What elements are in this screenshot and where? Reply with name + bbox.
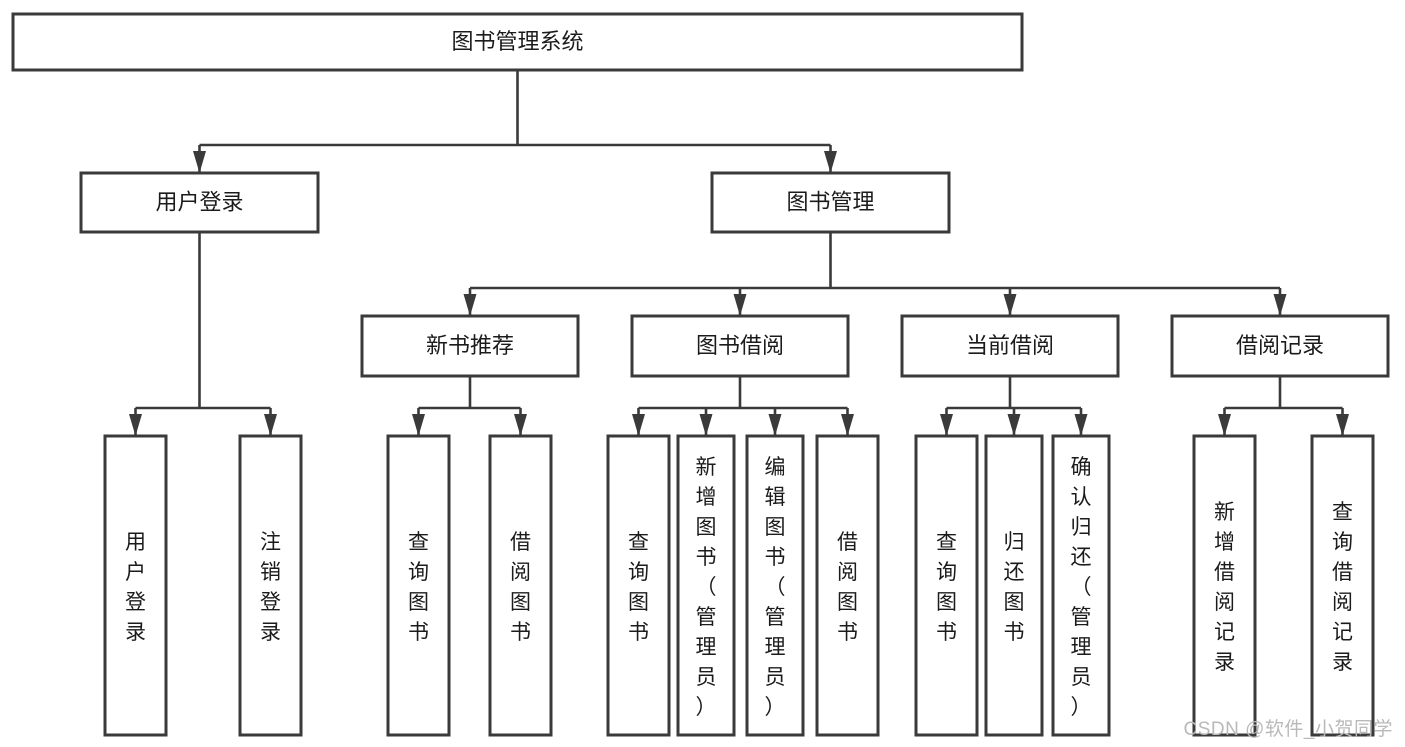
node-l-query-book-1[interactable]: 查询图书 <box>386 434 451 737</box>
edge-arrowhead <box>514 414 527 436</box>
node-box <box>1170 314 1390 378</box>
node-l-confirm-return[interactable]: 确认归还（管理员） <box>1051 434 1111 737</box>
node-l-query-book-2[interactable]: 查询图书 <box>606 434 671 737</box>
edge-group <box>463 232 1287 316</box>
node-n-book-borrow[interactable]: 图书借阅 <box>630 314 850 378</box>
node-box <box>360 314 580 378</box>
node-label: 当前借阅 <box>966 333 1054 358</box>
edge-group <box>632 376 854 436</box>
node-l-add-record[interactable]: 新增借阅记录 <box>1192 434 1257 737</box>
node-label: 用户登录 <box>155 189 243 214</box>
node-label: 借阅图书 <box>837 531 858 644</box>
node-label: 图书管理 <box>786 189 874 214</box>
node-label: 查询图书 <box>936 531 957 644</box>
edge-arrowhead <box>1218 414 1231 436</box>
node-box <box>11 12 1024 72</box>
edge-arrowhead <box>940 414 953 436</box>
edge-arrowhead <box>733 294 747 316</box>
node-box <box>984 434 1044 737</box>
edge-arrowhead <box>1336 414 1349 436</box>
edge-layer <box>129 70 1349 436</box>
node-l-return-book[interactable]: 归还图书 <box>984 434 1044 737</box>
node-box <box>79 171 320 234</box>
node-label: 归还图书 <box>1004 531 1025 644</box>
node-label: 新增借阅记录 <box>1214 501 1235 674</box>
node-box <box>914 434 979 737</box>
node-n-user-login[interactable]: 用户登录 <box>79 171 320 234</box>
node-l-query-record[interactable]: 查询借阅记录 <box>1310 434 1375 737</box>
node-l-user-login[interactable]: 用户登录 <box>103 434 168 737</box>
node-label: 确认归还（管理员） <box>1071 456 1092 719</box>
node-box <box>606 434 671 737</box>
node-l-edit-book[interactable]: 编辑图书（管理员） <box>745 434 805 737</box>
node-n-borrow-record[interactable]: 借阅记录 <box>1170 314 1390 378</box>
node-label: 图书借阅 <box>696 333 784 358</box>
node-box <box>900 314 1120 378</box>
edge-arrowhead <box>1273 294 1287 316</box>
edge-arrowhead <box>1007 414 1021 436</box>
node-label: 注销登录 <box>260 531 281 644</box>
edge-arrowhead <box>699 414 713 436</box>
node-label: 查询借阅记录 <box>1332 501 1353 674</box>
edge-arrowhead <box>412 414 425 436</box>
node-n-new-book-rec[interactable]: 新书推荐 <box>360 314 580 378</box>
watermark-label: CSDN @软件_小贺同学 <box>1183 719 1393 740</box>
node-root[interactable]: 图书管理系统 <box>11 12 1024 72</box>
edge-group <box>129 232 277 436</box>
node-box <box>1192 434 1257 737</box>
node-box <box>745 434 805 737</box>
edge-arrowhead <box>463 294 477 316</box>
node-l-borrow-book-1[interactable]: 借阅图书 <box>488 434 553 737</box>
edge-arrowhead <box>264 414 277 436</box>
edge-arrowhead <box>768 414 782 436</box>
node-label: 图书管理系统 <box>451 29 583 54</box>
node-label: 新增图书（管理员） <box>696 456 717 719</box>
node-l-add-book[interactable]: 新增图书（管理员） <box>676 434 736 737</box>
node-box <box>238 434 303 737</box>
edge-arrowhead <box>824 151 837 173</box>
node-label: 编辑图书（管理员） <box>765 456 786 719</box>
node-box <box>710 171 951 234</box>
edge-group <box>1218 376 1349 436</box>
node-label: 查询图书 <box>628 531 649 644</box>
node-n-current-borrow[interactable]: 当前借阅 <box>900 314 1120 378</box>
node-box <box>103 434 168 737</box>
node-label: 借阅图书 <box>510 531 531 644</box>
edge-group <box>412 376 527 436</box>
node-box <box>676 434 736 737</box>
node-l-query-book-3[interactable]: 查询图书 <box>914 434 979 737</box>
node-n-book-mgmt[interactable]: 图书管理 <box>710 171 951 234</box>
node-label: 查询图书 <box>408 531 429 644</box>
node-label: 用户登录 <box>125 531 146 644</box>
node-box <box>488 434 553 737</box>
node-layer: 图书管理系统用户登录图书管理新书推荐图书借阅当前借阅借阅记录用户登录注销登录查询… <box>11 12 1390 737</box>
edge-group <box>940 376 1088 436</box>
node-box <box>630 314 850 378</box>
edge-arrowhead <box>1074 414 1088 436</box>
node-box <box>1310 434 1375 737</box>
node-box <box>815 434 880 737</box>
edge-arrowhead <box>1003 294 1017 316</box>
node-l-logout[interactable]: 注销登录 <box>238 434 303 737</box>
node-box <box>386 434 451 737</box>
edge-arrowhead <box>841 414 854 436</box>
node-label: 借阅记录 <box>1236 333 1324 358</box>
node-l-borrow-book-2[interactable]: 借阅图书 <box>815 434 880 737</box>
edge-arrowhead <box>193 151 206 173</box>
node-label: 新书推荐 <box>426 333 514 358</box>
edge-arrowhead <box>632 414 645 436</box>
node-box <box>1051 434 1111 737</box>
edge-group <box>193 70 837 173</box>
edge-arrowhead <box>129 414 142 436</box>
